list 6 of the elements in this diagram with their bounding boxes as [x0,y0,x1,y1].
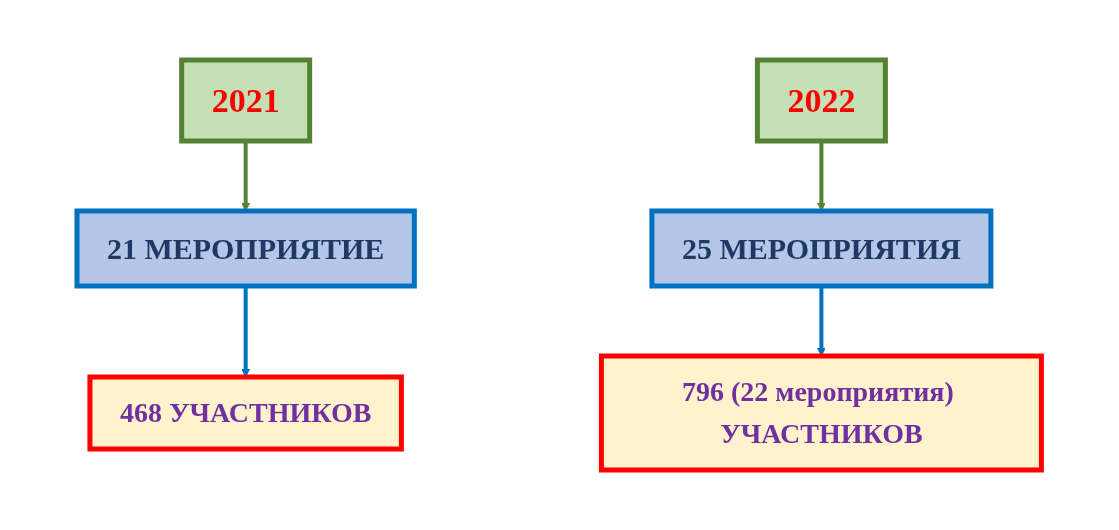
node-box: 796 (22 мероприятия) УЧАСТНИКОВ [599,353,1045,473]
node-box: 21 МЕРОПРИЯТИЕ [74,208,418,289]
node-box: 2021 [179,57,313,144]
node-box: 468 УЧАСТНИКОВ [87,374,405,452]
node-box: 2022 [755,57,889,144]
node-box: 25 МЕРОПРИЯТИЯ [649,208,994,289]
